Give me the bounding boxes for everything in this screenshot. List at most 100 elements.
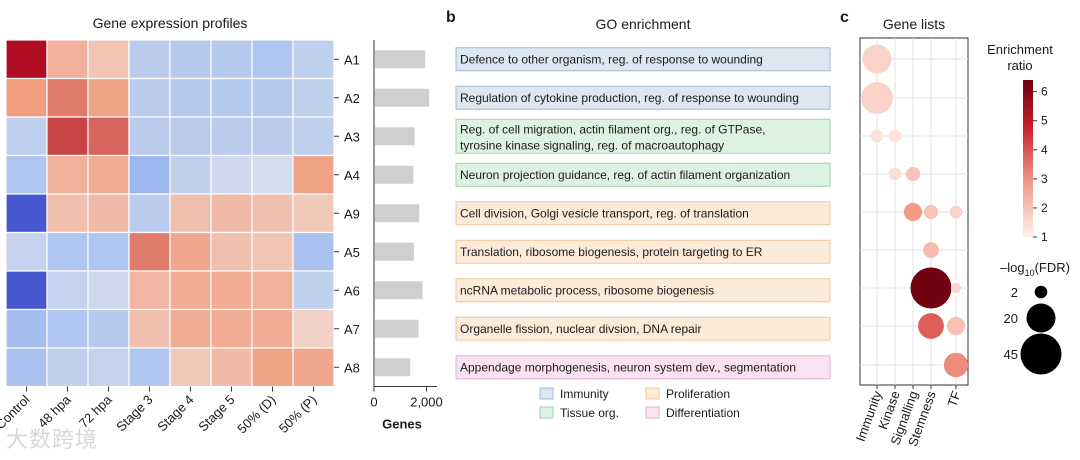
heatmap-cell (210, 154, 253, 195)
heatmap-cell (87, 347, 130, 388)
heatmap-cell (251, 154, 294, 195)
heatmap-cell (87, 154, 130, 195)
heatmap-cell (292, 154, 335, 195)
ratio-legend-title: ratio (1007, 58, 1032, 73)
bar-A1 (375, 50, 426, 69)
go-legend-swatch (645, 406, 660, 419)
heatmap-cell (210, 193, 253, 234)
fdr-legend-dot (1020, 333, 1062, 375)
heatmap-cell (5, 116, 48, 157)
heatmap-cell (5, 39, 48, 80)
heatmap-cell (292, 116, 335, 157)
heatmap-cell (210, 347, 253, 388)
go-term-box (455, 355, 831, 380)
dot-tf-row5 (949, 205, 963, 219)
heatmap-col-label: 50% (P) (276, 392, 320, 436)
heatmap-cell (169, 231, 212, 272)
go-legend-label: Differentiation (666, 406, 740, 420)
go-term-text: Appendage morphogenesis, neuron system d… (460, 360, 796, 374)
heatmap-cell (292, 231, 335, 272)
dot-tf-row7 (950, 282, 962, 294)
heatmap-cell (169, 77, 212, 118)
heatmap-cell (251, 347, 294, 388)
dot-immunity-row2 (861, 82, 893, 114)
bar-A2 (375, 88, 430, 107)
heatmap-row-label: A6 (344, 283, 360, 298)
go-legend-label: Proliferation (666, 387, 730, 401)
heatmap-row-label: A8 (344, 360, 360, 375)
fdr-legend-dot (1034, 285, 1048, 299)
go-term-text: ncRNA metabolic process, ribosome biogen… (460, 283, 714, 297)
heatmap-row-label: A2 (344, 91, 360, 106)
heatmap-cell (5, 270, 48, 311)
heatmap-cell (87, 308, 130, 349)
heatmap-cell (5, 308, 48, 349)
heatmap-cell (169, 154, 212, 195)
bar-A8 (375, 358, 411, 377)
bar-A6 (375, 281, 423, 300)
heatmap-cell (169, 347, 212, 388)
bar-x-tick-label: 2,000 (410, 395, 443, 410)
dot-immunity-row3 (870, 129, 884, 143)
fdr-legend-label: 2 (1011, 285, 1018, 300)
go-legend-swatch (539, 387, 554, 400)
go-term-text: Neuron projection guidance, reg. of acti… (460, 168, 790, 182)
heatmap-cell (87, 231, 130, 272)
heatmap-cell (128, 154, 171, 195)
bar-A9 (375, 204, 420, 223)
go-legend-label: Immunity (560, 387, 609, 401)
dot-tf-row8 (946, 316, 966, 336)
heatmap-cell (292, 347, 335, 388)
heatmap-cell (251, 39, 294, 80)
heatmap-cell (46, 231, 89, 272)
ratio-legend-title: Enrichment (987, 42, 1053, 57)
go-term-box (455, 118, 831, 154)
heatmap-cell (128, 270, 171, 311)
ratio-tick-label: 1 (1041, 230, 1048, 244)
heatmap-cell (46, 116, 89, 157)
heatmap-row-label: A9 (344, 206, 360, 221)
heatmap-cell (169, 193, 212, 234)
heatmap-cell (292, 308, 335, 349)
heatmap-col-label: Stage 3 (113, 392, 155, 434)
dot-immunity-row1 (862, 44, 892, 74)
heatmap-cell (210, 39, 253, 80)
heatmap-cell (128, 231, 171, 272)
ratio-tick-label: 4 (1041, 143, 1048, 157)
heatmap-cell (292, 193, 335, 234)
watermark-text: 大数跨境 (6, 428, 99, 453)
heatmap-cell (46, 77, 89, 118)
dot-stemness-row6 (923, 242, 939, 258)
heatmap-cell (251, 270, 294, 311)
bar-A7 (375, 319, 419, 338)
heatmap-title: Gene expression profiles (93, 15, 248, 31)
heatmap-cell (128, 77, 171, 118)
bar-A4 (375, 165, 414, 184)
heatmap-row-label: A1 (344, 52, 360, 67)
ratio-tick-label: 3 (1041, 172, 1048, 186)
ratio-tick-label: 6 (1041, 85, 1048, 99)
heatmap-cell (128, 116, 171, 157)
heatmap-cell (251, 77, 294, 118)
heatmap-cell (169, 308, 212, 349)
ratio-colorbar (1023, 80, 1033, 237)
go-term-box (455, 316, 831, 341)
go-term-box (455, 239, 831, 264)
go-term-text: Defence to other organism, reg. of respo… (460, 52, 763, 66)
heatmap-cell (46, 308, 89, 349)
go-legend-label: Tissue org. (560, 406, 619, 420)
go-term-box (455, 85, 831, 110)
dot-kinase-row3 (888, 129, 902, 143)
dot-stemness-row8 (918, 313, 944, 339)
go-term-box (455, 162, 831, 187)
dot-tf-row9 (943, 352, 969, 378)
heatmap-cell (169, 270, 212, 311)
heatmap-cell (210, 270, 253, 311)
bar-A3 (375, 127, 415, 146)
heatmap-cell (87, 270, 130, 311)
heatmap-cell (87, 193, 130, 234)
heatmap-cell (46, 193, 89, 234)
